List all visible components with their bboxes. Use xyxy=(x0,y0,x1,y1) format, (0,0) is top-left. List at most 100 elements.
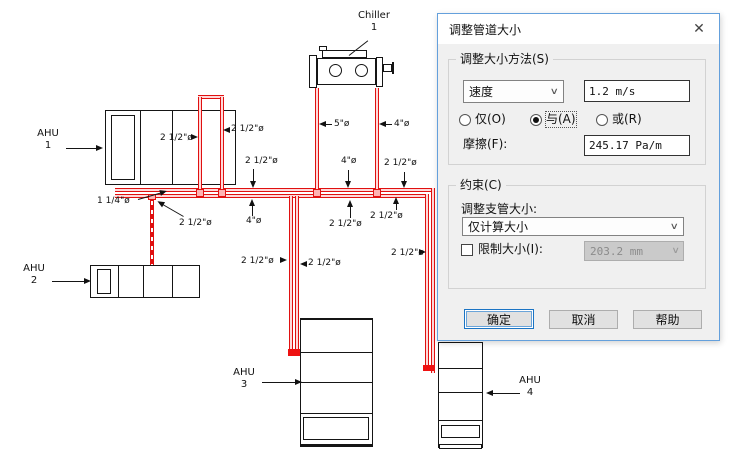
ahu2-tag-name: AHU xyxy=(23,263,45,274)
pipe-label-leader xyxy=(253,169,254,182)
constraints-group-label: 约束(C) xyxy=(456,178,506,193)
pipe-label-arrow xyxy=(191,134,198,140)
ahu4-drop-pipe-left xyxy=(425,194,429,368)
ahu2-drop-pipe xyxy=(150,196,154,265)
ahu4-division xyxy=(438,368,483,369)
ahu1-tag-number: 1 xyxy=(44,140,52,151)
dialog-title: 调整管道大小 xyxy=(449,22,522,37)
branch-sizing-label: 调整支管大小: xyxy=(461,202,538,216)
ahu1-division xyxy=(172,110,173,185)
pipe-size-label: 4"ø xyxy=(341,156,357,166)
chiller-port-circle xyxy=(329,64,342,77)
radio-only-label[interactable]: 仅(O) xyxy=(475,112,506,126)
ahu3-division xyxy=(300,413,373,414)
chiller-left-flange xyxy=(309,55,317,88)
pipe-label-arrow xyxy=(419,249,426,255)
radio-and[interactable] xyxy=(530,114,542,126)
pipe-size-label: 2 1/2"ø xyxy=(384,158,417,168)
friction-value: 245.17 Pa/m xyxy=(589,139,662,152)
pipe-label-arrow xyxy=(393,197,399,204)
ahu3-leader-arrow xyxy=(295,379,302,385)
ahu4-drop-pipe-right xyxy=(431,188,435,373)
ok-button-label: 确定 xyxy=(486,312,511,327)
ahu1-division xyxy=(140,110,141,185)
ahu3-elbow-fitting xyxy=(288,349,300,356)
constraints-group: 约束(C) xyxy=(448,178,706,289)
chiller-supply-riser xyxy=(315,88,319,192)
ahu4-elbow-fitting xyxy=(423,365,435,371)
ahu1-leader-arrow xyxy=(96,145,103,151)
sizing-method-group-label: 调整大小方法(S) xyxy=(456,52,553,67)
pipe-label-arrow xyxy=(347,200,353,207)
tee-fitting xyxy=(196,189,204,197)
pipe-size-label: 4"ø xyxy=(246,216,262,226)
pipe-label-leader xyxy=(396,202,397,210)
pipe-label-arrow xyxy=(300,261,307,267)
friction-label: 摩擦(F): xyxy=(463,137,508,151)
sizing-method-dropdown[interactable]: 速度 ∨ xyxy=(463,80,564,103)
tee-fitting xyxy=(373,189,381,197)
ahu1-loop-top-pipe xyxy=(198,95,224,99)
ahu4-tag: AHU 4 xyxy=(512,375,548,399)
pipe-label-leader xyxy=(325,124,332,125)
ahu1-tag: AHU 1 xyxy=(30,128,66,152)
ahu1-tag-name: AHU xyxy=(37,128,59,139)
pipe-size-label: 5"ø xyxy=(334,119,350,129)
pipe-label-leader xyxy=(348,170,349,182)
pipe-label-leader xyxy=(160,203,184,217)
chevron-down-icon: ∨ xyxy=(671,246,680,256)
pipe-size-label: 2 1/2"ø xyxy=(241,256,274,266)
pipe-size-label: 2 1/2"ø xyxy=(231,124,264,134)
ahu4-leader-line xyxy=(492,393,520,394)
chevron-down-icon: ∨ xyxy=(670,221,680,232)
pipe-label-arrow xyxy=(401,181,407,188)
velocity-value-field[interactable]: 1.2 m/s xyxy=(584,80,690,102)
pipe-label-arrow xyxy=(379,121,386,127)
dialog-titlebar[interactable]: 调整管道大小 xyxy=(438,14,719,44)
help-button[interactable]: 帮助 xyxy=(633,310,702,329)
chiller-tag-number: 1 xyxy=(370,22,378,33)
ahu3-drop-pipe-right xyxy=(295,196,299,356)
pipe-label-arrow xyxy=(319,121,326,127)
ahu2-division xyxy=(172,265,173,298)
ahu1-loop-right-pipe xyxy=(220,97,224,196)
pipe-size-label: 2 1/2"ø xyxy=(308,258,341,268)
chiller-return-riser xyxy=(375,88,379,192)
pipe-label-leader xyxy=(252,204,253,216)
pipe-label-leader xyxy=(350,205,351,218)
ahu3-leader-line xyxy=(262,382,296,383)
pipe-label-arrow xyxy=(280,257,287,263)
chevron-down-icon: ∨ xyxy=(550,86,560,97)
friction-value-field[interactable]: 245.17 Pa/m xyxy=(584,135,690,156)
close-button[interactable]: ✕ xyxy=(689,19,709,39)
radio-or-label[interactable]: 或(R) xyxy=(612,112,642,126)
help-button-label: 帮助 xyxy=(655,313,680,327)
chiller-stub-cap xyxy=(392,62,394,74)
cancel-button[interactable]: 取消 xyxy=(549,310,618,329)
sizing-method-group: 调整大小方法(S) xyxy=(448,52,706,165)
pipe-label-arrow xyxy=(249,199,255,206)
pipe-label-arrow xyxy=(250,181,256,188)
chiller-top-section xyxy=(322,50,367,58)
restrict-size-label[interactable]: 限制大小(I): xyxy=(478,242,543,256)
chiller-right-flange xyxy=(376,57,383,87)
pipe-size-label: 2 1/2"ø xyxy=(329,219,362,229)
pipe-label-leader xyxy=(404,172,405,182)
ok-button[interactable]: 确定 xyxy=(464,309,534,329)
sizing-method-dropdown-value: 速度 xyxy=(469,85,494,99)
radio-and-label[interactable]: 与(A) xyxy=(545,111,577,128)
ahu2-leader-line xyxy=(52,281,85,282)
pipe-size-label: 4"ø xyxy=(394,119,410,129)
ahu4-division xyxy=(438,392,483,393)
pipe-size-label: 2 1/2"ø xyxy=(245,156,278,166)
restrict-size-checkbox[interactable] xyxy=(461,244,473,256)
radio-only[interactable] xyxy=(459,114,471,126)
branch-sizing-dropdown-value: 仅计算大小 xyxy=(468,220,529,234)
chiller-port-circle xyxy=(355,64,368,77)
ahu4-leader-arrow xyxy=(486,390,493,396)
radio-or[interactable] xyxy=(596,114,608,126)
pipe-label-arrow xyxy=(345,181,351,188)
branch-sizing-dropdown[interactable]: 仅计算大小 ∨ xyxy=(462,217,684,236)
restrict-size-dropdown: 203.2 mm ∨ xyxy=(584,241,684,261)
